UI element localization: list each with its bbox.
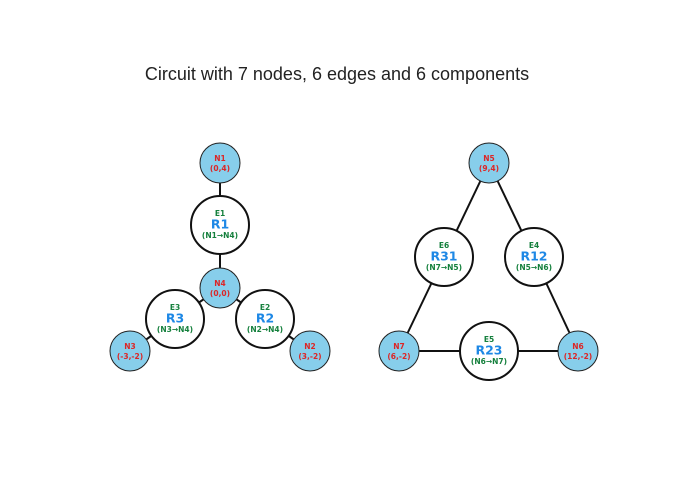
component-circle [145,289,205,349]
node-circle [199,267,241,309]
node-name: N3 [124,342,136,351]
node-circle [289,330,331,372]
node-circle [557,330,599,372]
component-connection: (N6→N7) [471,357,507,366]
component-label: R23 [475,343,502,358]
node-n6[interactable]: N6(12,-2) [557,330,599,372]
component-label: R2 [256,311,274,326]
node-coord: (3,-2) [298,352,321,361]
node-coord: (12,-2) [564,352,592,361]
node-coord: (9,4) [479,164,499,173]
component-circle [235,289,295,349]
node-circle [378,330,420,372]
node-coord: (6,-2) [387,352,410,361]
component-connection: (N7→N5) [426,263,462,272]
node-name: N1 [214,154,226,163]
components-layer: E1R1(N1→N4)E2R2(N2→N4)E3R3(N3→N4)E4R12(N… [145,195,564,381]
component-edge-id: E4 [529,241,539,250]
component-circle [190,195,250,255]
component-edge-id: E2 [260,303,270,312]
node-n4[interactable]: N4(0,0) [199,267,241,309]
node-name: N5 [483,154,495,163]
node-n3[interactable]: N3(-3,-2) [109,330,151,372]
node-n5[interactable]: N5(9,4) [468,142,510,184]
component-label: R31 [430,249,457,264]
node-coord: (0,0) [210,289,230,298]
node-circle [109,330,151,372]
node-coord: (-3,-2) [117,352,143,361]
node-n1[interactable]: N1(0,4) [199,142,241,184]
nodes-layer: N1(0,4) N2(3,-2) N3(-3,-2) N4(0,0) N5(9,4) N6… [109,142,599,372]
component-connection: (N1→N4) [202,231,238,240]
node-n2[interactable]: N2(3,-2) [289,330,331,372]
node-coord: (0,4) [210,164,230,173]
component-label: R3 [166,311,184,326]
node-name: N2 [304,342,316,351]
node-n7[interactable]: N7(6,-2) [378,330,420,372]
component-edge-id: E6 [439,241,449,250]
node-circle [199,142,241,184]
node-name: N7 [393,342,405,351]
component-circle [414,227,474,287]
component-connection: (N3→N4) [157,325,193,334]
node-name: N6 [572,342,584,351]
component-circle [504,227,564,287]
component-label: R12 [520,249,547,264]
component-connection: (N5→N6) [516,263,552,272]
component-edge-id: E1 [215,209,225,218]
diagram-title: Circuit with 7 nodes, 6 edges and 6 comp… [145,64,529,84]
component-label: R1 [211,217,229,232]
node-name: N4 [214,279,226,288]
component-connection: (N2→N4) [247,325,283,334]
node-circle [468,142,510,184]
component-edge-id: E5 [484,335,494,344]
component-circle [459,321,519,381]
component-edge-id: E3 [170,303,180,312]
